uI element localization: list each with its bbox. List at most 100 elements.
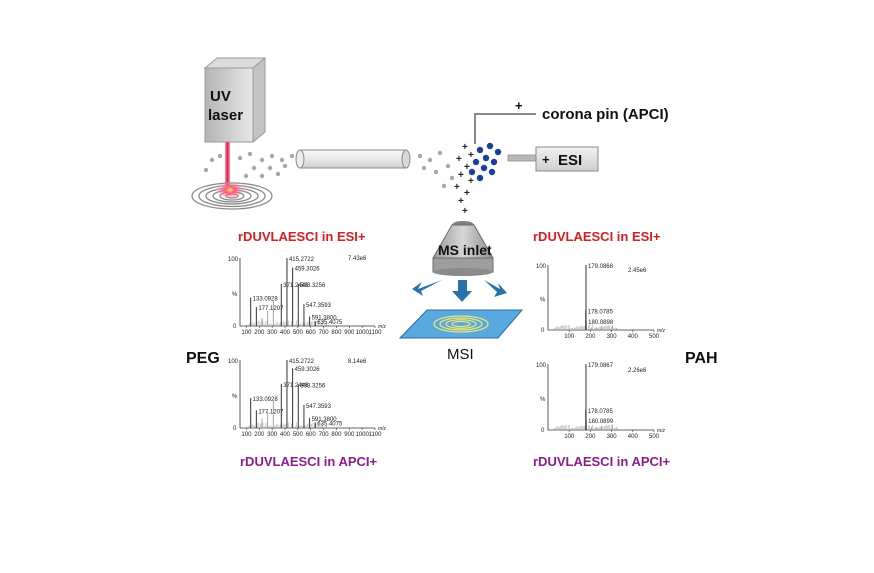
y-tick-label: 100 [536, 264, 547, 270]
intensity-label: 7.43e6 [348, 256, 367, 262]
x-tick-label: 300 [607, 334, 618, 340]
corona-sign: + [515, 98, 523, 113]
x-tick-label: 100 [241, 330, 252, 336]
particle-dot [289, 153, 295, 159]
transfer-tube [295, 149, 411, 169]
particle-dot [251, 165, 257, 171]
particle-dot [282, 163, 288, 169]
y-tick-label: 0 [541, 428, 545, 434]
spectrum-title: rDUVLAESCI in APCI+ [533, 454, 671, 469]
particle-dot [433, 169, 439, 175]
x-tick-label: 1100 [369, 330, 383, 336]
x-unit-label: m/z [378, 426, 387, 432]
x-tick-label: 1000 [355, 330, 369, 336]
fingerprint-sample [191, 181, 273, 210]
particle-dot [437, 150, 443, 156]
ion-plus-sign: + [456, 154, 462, 165]
peak-label: 178.0785 [588, 409, 614, 415]
particle-dot [417, 153, 423, 159]
msi-plate: MSI [398, 309, 524, 363]
laser-beam [225, 142, 230, 186]
x-tick-label: 500 [649, 334, 660, 340]
ion-plus-sign: + [458, 170, 464, 181]
ion-plus-sign: + [464, 162, 470, 173]
ms-inlet: MS inlet [432, 221, 494, 276]
x-unit-label: m/z [657, 328, 666, 334]
x-tick-label: 1000 [355, 432, 369, 438]
x-tick-label: 300 [267, 330, 278, 336]
particle-dot [209, 157, 215, 163]
desorbed-particles [203, 151, 295, 179]
x-tick-label: 1100 [369, 432, 383, 438]
x-tick-label: 300 [267, 432, 278, 438]
ion-blue-dot [490, 158, 498, 166]
peak-label: 503.3256 [300, 283, 326, 289]
y-tick-label: 0 [233, 426, 237, 432]
particle-dot [427, 157, 433, 163]
y-tick-label: 100 [228, 257, 239, 263]
x-tick-label: 400 [280, 330, 291, 336]
y-tick-label: 0 [233, 324, 237, 330]
particle-dot [203, 167, 209, 173]
ion-plus-sign: + [468, 150, 474, 161]
ion-blue-dot [472, 158, 480, 166]
particle-dot [259, 173, 265, 179]
x-tick-label: 400 [628, 334, 639, 340]
peak-label: 547.3593 [306, 303, 332, 309]
ion-blue-dot [476, 174, 484, 182]
esi-label: ESI [558, 152, 582, 169]
esi-sign: + [542, 152, 550, 167]
intensity-label: 8.14e6 [348, 359, 367, 365]
particle-dot [267, 165, 273, 171]
ion-blue-dot [482, 154, 490, 162]
y-axis-label: % [540, 298, 546, 304]
ion-plus-sign: + [468, 176, 474, 187]
x-tick-label: 400 [628, 434, 639, 440]
particle-dot [243, 173, 249, 179]
particle-dot [269, 153, 275, 159]
ion-plume: ++++++++++ [417, 142, 502, 217]
x-tick-label: 500 [293, 432, 304, 438]
pah-label: PAH [685, 350, 718, 367]
peak-label: 179.0868 [588, 264, 614, 270]
intensity-label: 2.45e6 [628, 268, 647, 274]
x-unit-label: m/z [378, 324, 387, 330]
laser-label-line1: UV [210, 88, 231, 105]
ion-blue-dot [468, 168, 476, 176]
peak-label: 133.0928 [253, 397, 279, 403]
peak-label: 547.3593 [306, 404, 332, 410]
spectrum-title: rDUVLAESCI in ESI+ [238, 229, 366, 244]
peak-label: 371.2446 [283, 283, 309, 289]
y-tick-label: 100 [536, 363, 547, 369]
peak-label: 133.0928 [253, 296, 279, 302]
particle-dot [259, 157, 265, 163]
spectrum-title: rDUVLAESCI in ESI+ [533, 229, 661, 244]
ion-plus-sign: + [462, 142, 468, 153]
ion-blue-dot [494, 148, 502, 156]
spectrum-title: rDUVLAESCI in APCI+ [240, 454, 378, 469]
peak-label: 591.3800 [312, 315, 338, 321]
peak-label: 415.2722 [289, 359, 315, 365]
y-axis-label: % [540, 397, 546, 403]
x-tick-label: 400 [280, 432, 291, 438]
x-tick-label: 700 [319, 330, 330, 336]
y-axis-label: % [232, 292, 238, 298]
x-tick-label: 300 [607, 434, 618, 440]
x-tick-label: 200 [585, 334, 596, 340]
particle-dot [217, 153, 223, 159]
particle-dot [237, 155, 243, 161]
x-tick-label: 900 [344, 330, 355, 336]
peak-label: 179.0867 [588, 363, 614, 369]
x-tick-label: 100 [564, 434, 575, 440]
ion-blue-dot [486, 142, 494, 150]
peak-label: 178.0785 [588, 310, 614, 316]
corona-label: corona pin (APCI) [542, 106, 669, 123]
peak-label: 180.0898 [588, 320, 614, 326]
x-unit-label: m/z [657, 428, 666, 434]
peak-label: 635.4075 [317, 320, 343, 326]
x-tick-label: 700 [319, 432, 330, 438]
x-tick-label: 500 [649, 434, 660, 440]
x-tick-label: 800 [331, 330, 342, 336]
